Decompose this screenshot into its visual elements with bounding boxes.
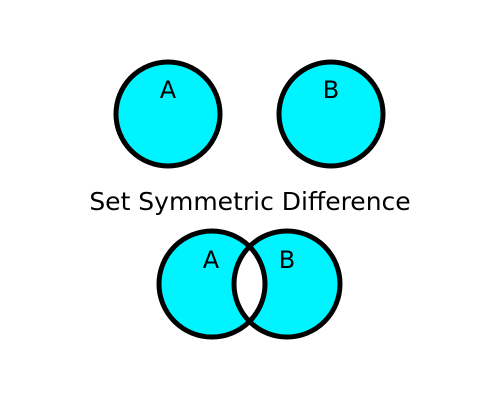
overlapping-sets-group: A B bbox=[156, 228, 343, 340]
overlap-set-b-outline bbox=[231, 228, 343, 340]
overlap-set-a-label: A bbox=[203, 246, 220, 274]
set-b-circle bbox=[276, 59, 386, 169]
overlap-set-a-outline bbox=[156, 228, 268, 340]
set-b-label: B bbox=[323, 76, 339, 104]
separate-sets-group: A B bbox=[113, 59, 386, 169]
set-a-circle bbox=[113, 59, 223, 169]
overlap-set-b-label: B bbox=[279, 246, 295, 274]
diagram-caption: Set Symmetric Difference bbox=[89, 187, 410, 216]
set-a-label: A bbox=[160, 76, 177, 104]
